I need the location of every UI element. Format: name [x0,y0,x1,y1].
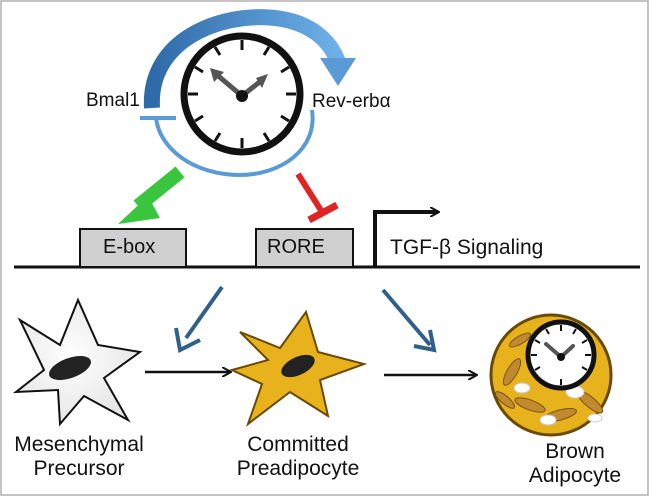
mesenchymal-precursor-line2: Precursor [33,456,125,480]
mesenchymal-precursor-label: Mesenchymal Precursor [14,433,144,480]
rore-element [255,228,354,268]
bmal1-label: Bmal1 [86,90,140,111]
repression-inhibitor [295,172,339,224]
activation-arrow [118,166,185,224]
adipocyte-clock-icon [525,319,597,391]
ebox-element [79,228,187,268]
rore-label: RORE [267,236,325,258]
brown-adipocyte-line1: Brown [545,440,605,463]
brown-adipocyte-label: Brown Adipocyte [529,440,621,487]
clock-icon [180,32,304,156]
ebox-label: E-box [103,236,156,258]
transcription-start-arrow [373,212,438,267]
brown-adipocyte-line2: Adipocyte [528,463,622,487]
tgf-beta-signaling-label: TGF-β Signaling [390,236,544,259]
committed-preadipocyte-line2: Preadipocyte [236,456,360,480]
brown-adipocyte-cell [489,313,613,437]
committed-preadipocyte-line1: Committed [247,433,349,456]
rev-erba-label: Rev-erbα [312,91,391,112]
lineage-arrow-right [381,288,437,353]
feedback-loop-top-arrow [143,9,356,109]
committed-preadipocyte-label: Committed Preadipocyte [237,433,360,480]
mesenchymal-precursor-line1: Mesenchymal [14,433,144,456]
feedback-loop-bottom-inhibition [140,109,315,178]
mesenchymal-precursor-cell [12,297,143,427]
lineage-arrow-left [174,285,224,353]
committed-preadipocyte-cell [229,309,368,427]
